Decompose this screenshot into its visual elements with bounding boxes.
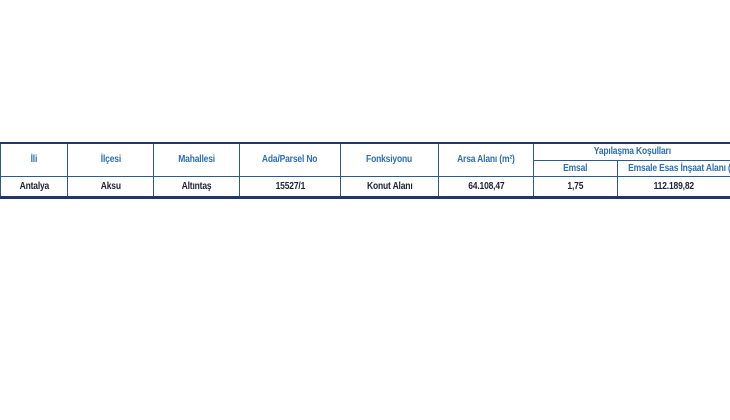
table-body: Antalya Aksu Altıntaş 15527/1 Konut Alan… <box>0 175 730 198</box>
value-ilcesi: Aksu <box>100 180 121 192</box>
header-label-ili: İli <box>30 154 38 166</box>
header-cell-arsa-alani: Arsa Alanı (m²) <box>438 142 534 177</box>
header-label-emsale-esas: Emsale Esas İnşaat Alanı (m²) <box>628 162 730 174</box>
header-label-ilcesi: İlçesi <box>100 154 121 166</box>
cell-arsa-alani: 64.108,47 <box>438 175 534 198</box>
value-fonksiyonu: Konut Alanı <box>366 180 413 192</box>
value-ada-parsel: 15527/1 <box>275 180 305 192</box>
header-label-ada-parsel: Ada/Parsel No <box>262 154 318 166</box>
cell-ada-parsel: 15527/1 <box>239 175 341 198</box>
header-cell-emsale-esas: Emsale Esas İnşaat Alanı (m²) <box>617 159 730 177</box>
header-cell-emsal: Emsal <box>533 159 618 177</box>
header-label-mahallesi: Mahallesi <box>178 154 215 166</box>
property-info-table: İli İlçesi Mahallesi Ada/Parsel No Fonks… <box>0 142 730 199</box>
header-cell-yapilasma-kosullari: Yapılaşma Koşulları <box>533 142 730 161</box>
value-arsa-alani: 64.108,47 <box>467 180 505 192</box>
table-row: Antalya Aksu Altıntaş 15527/1 Konut Alan… <box>0 175 730 198</box>
header-cell-fonksiyonu: Fonksiyonu <box>340 142 439 177</box>
header-label-emsal: Emsal <box>563 162 588 174</box>
property-table-container: İli İlçesi Mahallesi Ada/Parsel No Fonks… <box>0 142 730 199</box>
header-row-1: İli İlçesi Mahallesi Ada/Parsel No Fonks… <box>0 142 730 177</box>
cell-ili: Antalya <box>0 175 68 198</box>
cell-ilcesi: Aksu <box>67 175 154 198</box>
table-header: İli İlçesi Mahallesi Ada/Parsel No Fonks… <box>0 142 730 177</box>
cell-emsal: 1,75 <box>533 175 618 198</box>
header-cell-ili: İli <box>0 142 68 177</box>
header-label-yapilasma-kosullari: Yapılaşma Koşulları <box>593 146 671 158</box>
cell-mahallesi: Altıntaş <box>153 175 240 198</box>
header-cell-ada-parsel: Ada/Parsel No <box>239 142 341 177</box>
cell-emsale-esas: 112.189,82 <box>617 175 730 198</box>
header-row-2: Emsal Emsale Esas İnşaat Alanı (m²) <box>1 159 730 177</box>
header-cell-mahallesi: Mahallesi <box>153 142 240 177</box>
header-cell-ilcesi: İlçesi <box>67 142 154 177</box>
header-label-arsa-alani: Arsa Alanı (m²) <box>457 154 515 166</box>
value-ili: Antalya <box>19 180 49 192</box>
header-label-fonksiyonu: Fonksiyonu <box>366 154 413 166</box>
value-emsale-esas: 112.189,82 <box>653 180 695 192</box>
value-emsal: 1,75 <box>567 180 584 192</box>
value-mahallesi: Altıntaş <box>181 180 212 192</box>
cell-fonksiyonu: Konut Alanı <box>340 175 439 198</box>
